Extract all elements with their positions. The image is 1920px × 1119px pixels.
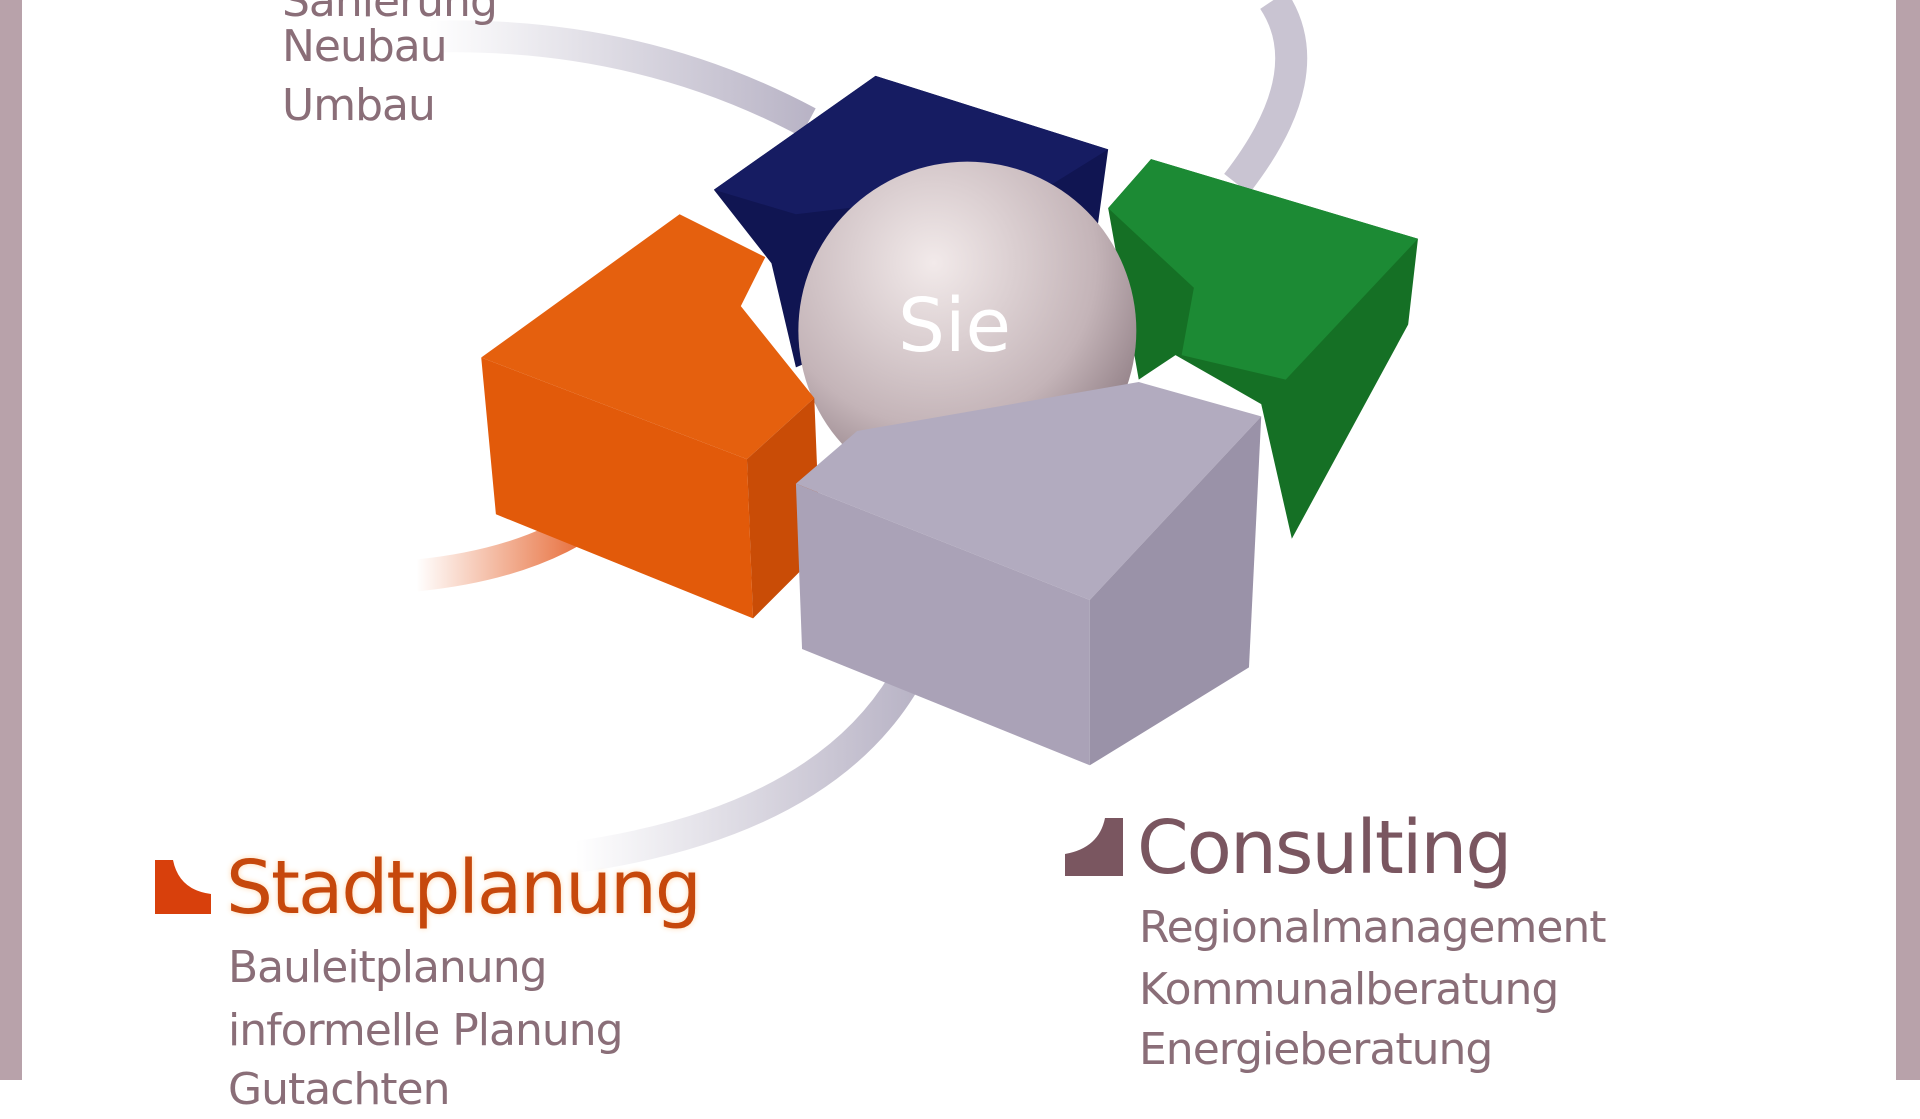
consulting-title: Consulting xyxy=(1137,805,1512,891)
frame-right xyxy=(1896,0,1920,1080)
stadtplanung-icon xyxy=(155,860,211,914)
stadtplanung-item: Gutachten xyxy=(228,1064,450,1115)
consulting-item: Kommunalberatung xyxy=(1139,964,1559,1015)
stadtplanung-title: Stadtplanung xyxy=(226,845,702,931)
grey-block xyxy=(795,382,1262,766)
planung-item: Neubau xyxy=(282,21,448,72)
ring-arc-right xyxy=(1224,0,1308,194)
consulting-icon xyxy=(1065,818,1123,876)
stadtplanung-item: informelle Planung xyxy=(228,1005,624,1056)
ring-arc-top-left xyxy=(428,20,816,137)
consulting-item: Energieberatung xyxy=(1139,1024,1493,1075)
diagram-graphic xyxy=(414,0,1418,873)
ring-arc-bottom xyxy=(573,659,927,873)
green-block xyxy=(1108,159,1418,539)
frame-left xyxy=(0,0,22,1080)
planung-item: Sanierung xyxy=(282,0,498,27)
stadtplanung-item: Bauleitplanung xyxy=(228,942,548,993)
center-label: Sie xyxy=(898,283,1012,369)
consulting-item: Regionalmanagement xyxy=(1139,902,1607,953)
planung-item: Umbau xyxy=(282,80,436,131)
